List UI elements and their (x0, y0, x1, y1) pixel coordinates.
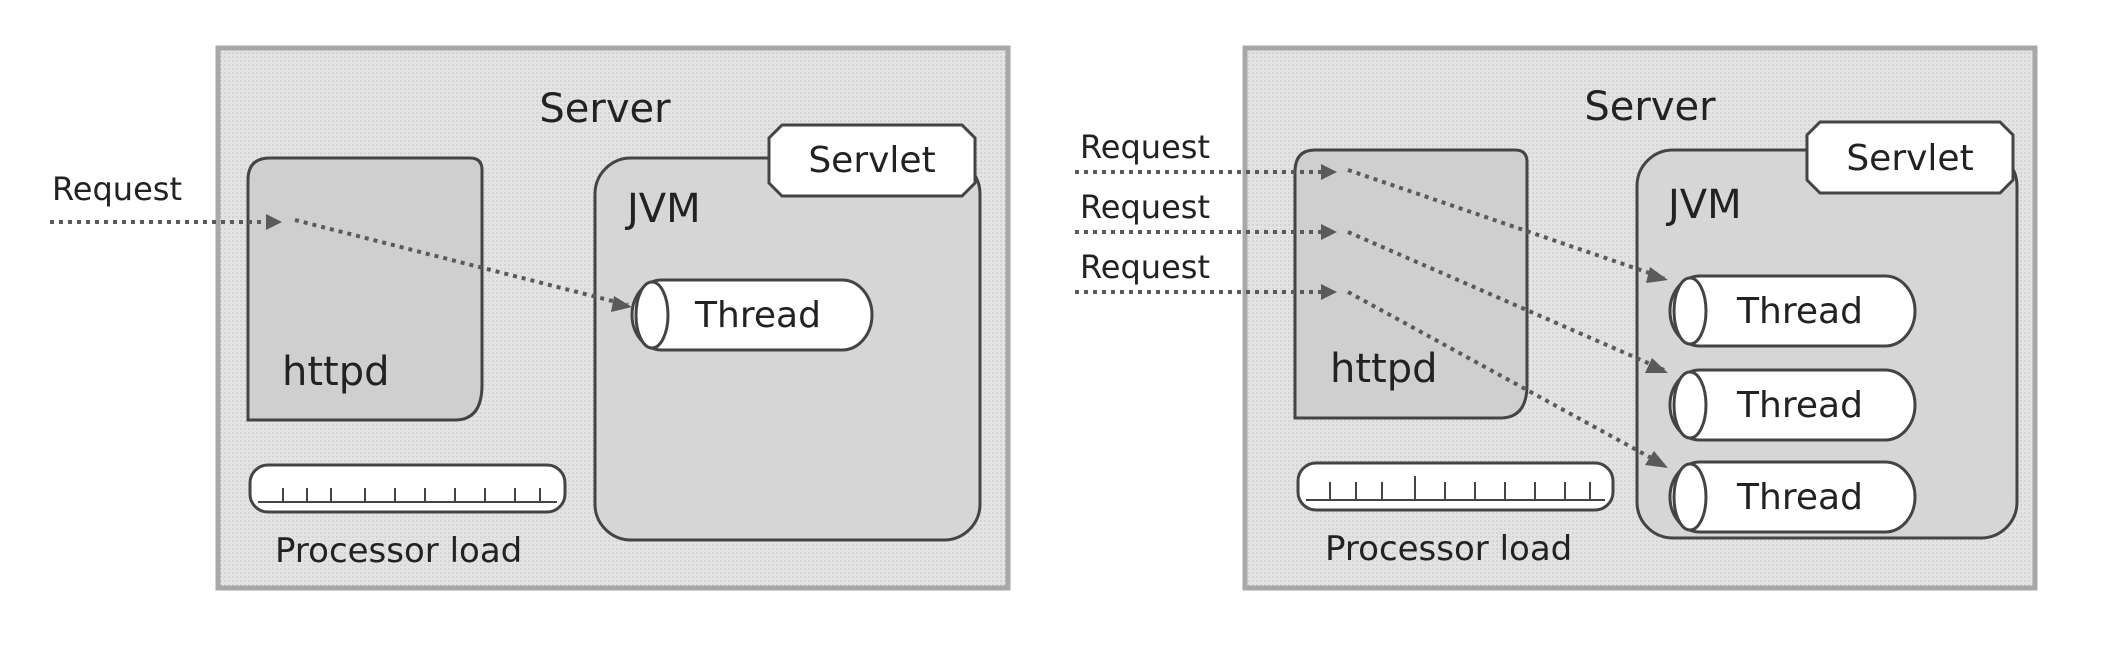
jvm-label: JVM (624, 186, 701, 232)
httpd-box (1293, 148, 1529, 420)
panel-multi-thread: Server httpd JVM Servlet Thread Thread T… (1242, 45, 2038, 591)
arrow-head-icon (1321, 164, 1337, 180)
thread-label: Thread (1736, 291, 1863, 332)
thread-label: Thread (1736, 477, 1863, 518)
thread-cylinder: Thread (1668, 460, 1917, 534)
servlet-tag (1805, 120, 2015, 195)
processor-load-label: Processor load (1325, 529, 1572, 569)
server-title: Server (1584, 84, 1716, 130)
cylinder-icon (1672, 370, 1708, 440)
processor-load-gauge (1296, 461, 1615, 512)
jvm-label: JVM (1665, 182, 1742, 228)
server-title: Server (539, 86, 671, 132)
processor-load-label: Processor load (275, 531, 522, 571)
servlet-label: Servlet (1846, 138, 1973, 179)
load-bar-icon (248, 463, 567, 514)
httpd-label: httpd (1330, 346, 1438, 392)
thread-cylinder: Thread (1668, 368, 1917, 442)
thread-cylinder: Thread (630, 278, 874, 352)
thread-cylinder: Thread (1668, 274, 1917, 348)
cylinder-icon (1672, 276, 1708, 346)
thread-label: Thread (694, 295, 821, 336)
arrow-head-icon (1646, 267, 1668, 283)
servlet-tag (767, 123, 977, 198)
request-label: Request (1080, 248, 1210, 286)
request-label: Request (1080, 128, 1210, 166)
cylinder-icon (1672, 462, 1708, 532)
request-arrow (1075, 168, 1665, 467)
request-label: Request (52, 170, 182, 208)
servlet-label: Servlet (808, 140, 935, 181)
arrow-head-icon (611, 296, 632, 312)
arrow-head-icon (1645, 358, 1668, 373)
request-label: Request (1080, 188, 1210, 226)
arrow-head-icon (266, 214, 282, 230)
panel-single-thread: Server httpd JVM Servlet Thread (215, 45, 1011, 591)
httpd-label: httpd (282, 349, 390, 395)
processor-load-gauge (248, 463, 567, 514)
arrow-head-icon (1645, 451, 1668, 468)
arrow-head-icon (1321, 284, 1337, 300)
arrow-head-icon (1321, 224, 1337, 240)
request-arrow (50, 218, 629, 307)
cylinder-icon (634, 280, 670, 350)
thread-label: Thread (1736, 385, 1863, 426)
